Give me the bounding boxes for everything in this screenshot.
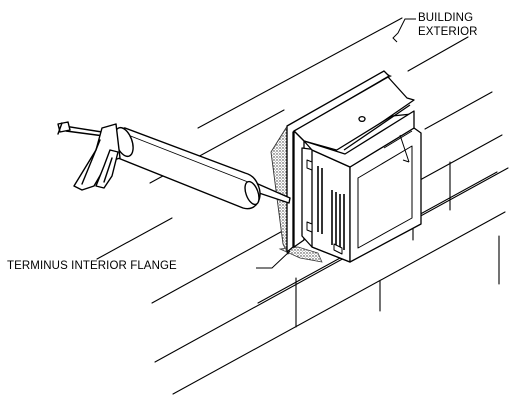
mounting-hole <box>358 115 366 123</box>
callout-leaders <box>256 18 416 269</box>
caulk-gun-handle <box>73 123 121 191</box>
caulk-gun-trigger <box>95 149 119 189</box>
caulk-tube <box>111 127 261 210</box>
terminus-interior-flange-label: TERMINUS INTERIOR FLANGE <box>7 260 177 272</box>
caulking-gun <box>57 121 291 210</box>
exterior-leader <box>392 18 416 43</box>
vent-louvers <box>317 166 345 250</box>
building-exterior-label: BUILDING EXTERIOR <box>418 11 478 39</box>
building-exterior-label-line2: EXTERIOR <box>418 26 478 38</box>
building-exterior-label-line1: BUILDING <box>418 12 474 24</box>
terminus-box <box>286 70 422 263</box>
exterior-flange-plate <box>286 70 390 253</box>
flange-leader <box>256 250 291 269</box>
